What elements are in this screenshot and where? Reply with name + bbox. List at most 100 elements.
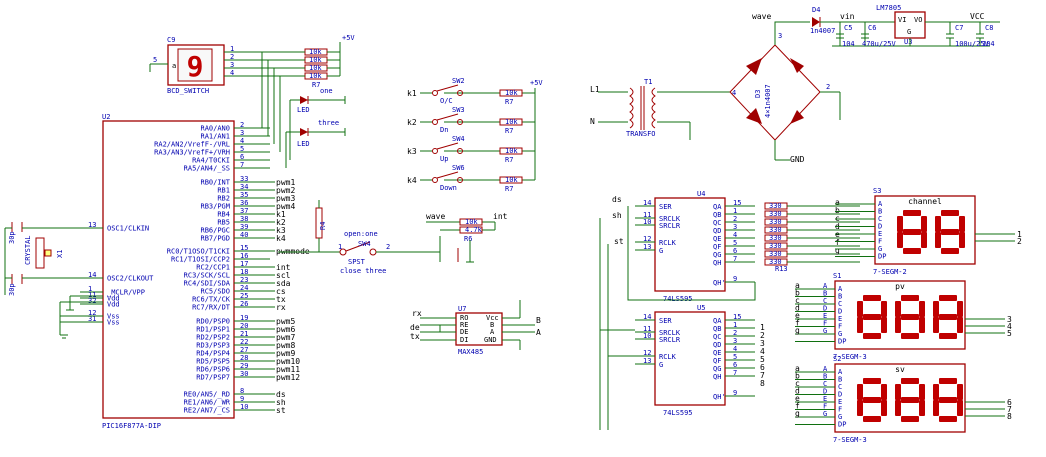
sr2-net-0: 1 bbox=[760, 323, 765, 332]
key-sw-2: SW4 bbox=[452, 135, 465, 143]
disp-ref: S3 bbox=[873, 187, 881, 195]
sr-lpin-10: 10 bbox=[643, 218, 651, 226]
bcd-digit: 9 bbox=[187, 50, 204, 83]
sr-lpin-13: 13 bbox=[643, 357, 651, 365]
sr-pin-G: G bbox=[659, 361, 663, 369]
mcu-pin-num-25: 25 bbox=[240, 292, 248, 300]
disp-lpin-2: C bbox=[823, 380, 827, 388]
led-one: one LED bbox=[295, 87, 346, 114]
svg-text:DE: DE bbox=[460, 328, 468, 336]
r13-net-0: a bbox=[835, 198, 840, 207]
c5-ref: C5 bbox=[844, 24, 852, 32]
max-de: de bbox=[410, 323, 420, 332]
net-cs: cs bbox=[276, 287, 286, 296]
mcu-pin-name-23: RC4/SDI/SDA bbox=[184, 280, 231, 288]
disp-pin-F: F bbox=[878, 238, 882, 246]
disp-pin-C: C bbox=[878, 215, 882, 223]
svg-text:2: 2 bbox=[230, 53, 234, 61]
net-rx: rx bbox=[276, 303, 286, 312]
mcu-pin-num-16: 16 bbox=[240, 252, 248, 260]
svg-text:5: 5 bbox=[153, 56, 157, 64]
spst-ref: SW4 bbox=[358, 240, 371, 248]
mcu-pin-name-24: RC5/SDO bbox=[200, 288, 230, 296]
svg-text:3: 3 bbox=[778, 32, 782, 40]
sr-out-2: QC bbox=[713, 219, 721, 227]
sr-pin-SRCLK: SRCLK bbox=[659, 329, 681, 337]
vin-label: vin bbox=[840, 12, 855, 21]
disp-net-1: b bbox=[795, 289, 800, 298]
disp-rnet-1: 7 bbox=[1007, 405, 1012, 414]
sr-opin-8: 9 bbox=[733, 389, 737, 397]
sr-lpin-12: 12 bbox=[643, 235, 651, 243]
sr-out-6: QG bbox=[713, 365, 721, 373]
r13-ref: R13 bbox=[775, 265, 788, 273]
mcu-lpin-name-5: Vss bbox=[107, 313, 120, 321]
sr-out-3: QD bbox=[713, 227, 721, 235]
disp-lpin-0: A bbox=[823, 282, 828, 290]
net-pwm6: pwm6 bbox=[276, 325, 295, 334]
sr-lpin-14: 14 bbox=[643, 199, 651, 207]
net-int: int bbox=[276, 263, 291, 272]
mcu-pin-num-9: 9 bbox=[240, 395, 244, 403]
sr-opin-4: 4 bbox=[733, 345, 737, 353]
mcu-pin-num-30: 30 bbox=[240, 370, 248, 378]
gnd-label: GND bbox=[790, 155, 805, 164]
r13-net-1: b bbox=[835, 206, 840, 215]
disp-pin-G: G bbox=[878, 245, 882, 253]
sr-opin-2: 2 bbox=[733, 215, 737, 223]
mcu-pin-num-23: 23 bbox=[240, 276, 248, 284]
sr-pin-G: G bbox=[659, 247, 663, 255]
disp-net-4: e bbox=[795, 311, 800, 320]
net-k4: k4 bbox=[276, 234, 286, 243]
net-pwm11: pwm11 bbox=[276, 365, 300, 374]
key-rref-1: R7 bbox=[505, 127, 513, 135]
sr-opin-6: 6 bbox=[733, 247, 737, 255]
mcu-pin-name-9: RE1/AN6/_WR bbox=[184, 399, 231, 407]
sr-opin-0: 15 bbox=[733, 199, 741, 207]
mcu-pin-num-35: 35 bbox=[240, 191, 248, 199]
mcu-lpin-name-4: Vdd bbox=[107, 301, 120, 309]
r13-val-3: 330 bbox=[769, 226, 782, 234]
disp-rnet-1: 4 bbox=[1007, 322, 1012, 331]
mcu-pin-num-39: 39 bbox=[240, 223, 248, 231]
sr-out-1: QB bbox=[713, 325, 721, 333]
net-pwm10: pwm10 bbox=[276, 357, 300, 366]
mcu-pin-name-21: RD2/PSP2 bbox=[196, 334, 230, 342]
mcu-pin-name-30: RD7/PSP7 bbox=[196, 374, 230, 382]
disp-pin-G: G bbox=[838, 330, 842, 338]
sr-pin-SRCLR: SRCLR bbox=[659, 336, 681, 344]
c8-val: 104 bbox=[982, 40, 995, 48]
disp-pin-A: A bbox=[878, 200, 883, 208]
svg-text:2: 2 bbox=[386, 243, 390, 251]
svg-text:+5V: +5V bbox=[342, 34, 355, 42]
mcu-pin-num-24: 24 bbox=[240, 284, 248, 292]
mcu-pin-name-27: RD4/PSP4 bbox=[196, 350, 230, 358]
mcu-ref: U2 bbox=[102, 113, 110, 121]
sr-pin-RCLK: RCLK bbox=[659, 353, 677, 361]
disp-lpin-3: D bbox=[823, 388, 827, 396]
key-res-0: 10k bbox=[505, 89, 518, 97]
led1-label: LED bbox=[297, 106, 310, 114]
r6-val: 4.7k bbox=[465, 226, 483, 234]
mcu-pin-num-34: 34 bbox=[240, 183, 248, 191]
svg-text:2: 2 bbox=[826, 83, 830, 91]
spst-top: open:one bbox=[344, 230, 378, 238]
disp-rnet-0: 3 bbox=[1007, 315, 1012, 324]
svg-text:DI: DI bbox=[460, 336, 468, 344]
key-net-k2: k2 bbox=[407, 118, 417, 127]
sr-out-8: QH' bbox=[713, 279, 726, 287]
mcu-pin-num-8: 8 bbox=[240, 387, 244, 395]
mcu-pin-num-15: 15 bbox=[240, 244, 248, 252]
sr2-net-6: 7 bbox=[760, 371, 765, 380]
disp-pin-A: A bbox=[838, 368, 843, 376]
sr-net-sh: sh bbox=[612, 211, 622, 220]
mcu-pin-name-8: RE0/AN5/_RD bbox=[184, 391, 230, 399]
sr-opin-3: 3 bbox=[733, 223, 737, 231]
transfo-ref: T1 bbox=[644, 78, 652, 86]
disp-pin-F: F bbox=[838, 406, 842, 414]
disp-net-3: d bbox=[795, 387, 800, 396]
r4-label: R4 bbox=[319, 222, 327, 230]
vcc-label: VCC bbox=[970, 12, 985, 21]
crystal-cap1: 30p bbox=[8, 231, 16, 244]
